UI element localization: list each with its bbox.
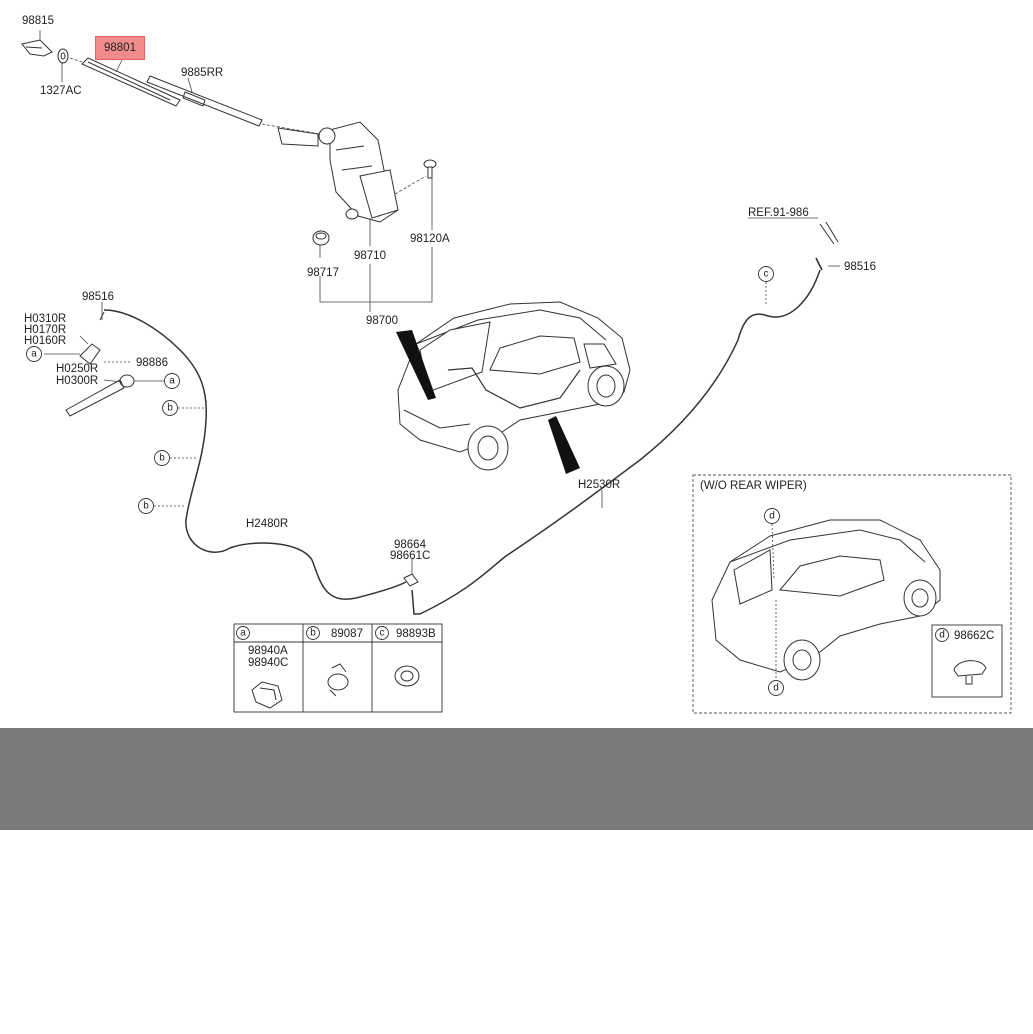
wiper-cover-icon: [21, 39, 53, 57]
svg-text:a: a: [31, 349, 37, 360]
label-ref: REF.91-986: [748, 207, 809, 219]
label-98886: 98886: [136, 357, 168, 369]
wiper-motor-icon: [277, 121, 399, 223]
connector-icon: [403, 573, 419, 587]
label-h0310r: H0310R: [24, 313, 66, 325]
label-h0250r: H0250R: [56, 363, 98, 375]
label-98664: 98664: [394, 539, 427, 551]
wiper-blade-icon: [146, 75, 263, 127]
callout-b: [162, 400, 178, 416]
label-1327ac: 1327AC: [40, 85, 82, 97]
label-h0170r: H0170R: [24, 324, 66, 336]
hose-clip-icon: [327, 663, 349, 697]
plug-cap-icon: [953, 660, 987, 685]
highlighted-part-number: 98801: [104, 42, 136, 54]
nut-icon: [57, 48, 69, 64]
legend-table: [233, 623, 443, 713]
label-98516-right: 98516: [844, 261, 876, 273]
svg-text:b: b: [167, 403, 173, 414]
legend-part-98893b: 98893B: [396, 628, 436, 640]
callout-d: [768, 680, 784, 696]
footer-brand-number: HYUNDAI KIA - 98811B9000: [142, 859, 666, 902]
label-h2530r: H2530R: [578, 479, 620, 491]
pointer-arrow-icon: [548, 416, 580, 474]
pointer-arrow-icon: [396, 330, 436, 400]
car-small-icon: [711, 519, 941, 681]
label-h0160r: H0160R: [24, 335, 66, 347]
callout-a: [26, 346, 42, 362]
callout-b: [154, 450, 170, 466]
callout-b: [138, 498, 154, 514]
legend-part-98940a: 98940A: [248, 645, 288, 657]
parts-diagram: 98815 1327AC 9885RR 98717 98710 98120A 9…: [21, 15, 1012, 714]
label-98516-left: 98516: [82, 291, 114, 303]
label-98120a: 98120A: [410, 233, 450, 245]
svg-text:b: b: [143, 501, 149, 512]
label-98661c: 98661C: [390, 550, 430, 562]
label-h0300r: H0300R: [56, 375, 98, 387]
legend-part-98940c: 98940C: [248, 657, 288, 669]
callout-c: [758, 266, 774, 282]
label-98700: 98700: [366, 315, 398, 327]
wo-rear-wiper-title: (W/O REAR WIPER): [700, 480, 807, 492]
label-9885rr: 9885RR: [181, 67, 223, 79]
legend-part-98662c: 98662C: [954, 630, 994, 642]
legend-code-c: c: [380, 628, 385, 639]
legend-code-d: d: [939, 630, 945, 641]
bolt-icon: [423, 159, 437, 179]
label-h2480r: H2480R: [246, 518, 288, 530]
highlighted-part-label: 98801: [95, 36, 145, 60]
wiper-arm-icon: [81, 57, 181, 107]
footer-part-number: N - 98801: [712, 961, 888, 1004]
wo-rear-wiper-panel: [692, 474, 1012, 714]
svg-text:a: a: [169, 376, 175, 387]
car-rear-view-icon: [397, 301, 631, 471]
legend-part-89087: 89087: [331, 628, 363, 640]
label-98717: 98717: [307, 267, 339, 279]
label-98815: 98815: [22, 15, 54, 27]
svg-text:d: d: [773, 683, 779, 694]
callout-d: [764, 508, 780, 524]
clip-icon: [251, 681, 283, 709]
svg-text:b: b: [159, 453, 165, 464]
callout-a: [164, 373, 180, 389]
label-98710: 98710: [354, 250, 386, 262]
legend-code-a: a: [240, 628, 246, 639]
grommet-icon: [312, 230, 330, 246]
svg-text:c: c: [764, 269, 769, 280]
footer-banner: HYUNDAI KIA - 98811B9000 N - 98801: [0, 728, 1033, 1004]
legend-code-b: b: [310, 628, 316, 639]
grommet-plug-icon: [394, 665, 420, 687]
svg-text:d: d: [769, 511, 775, 522]
